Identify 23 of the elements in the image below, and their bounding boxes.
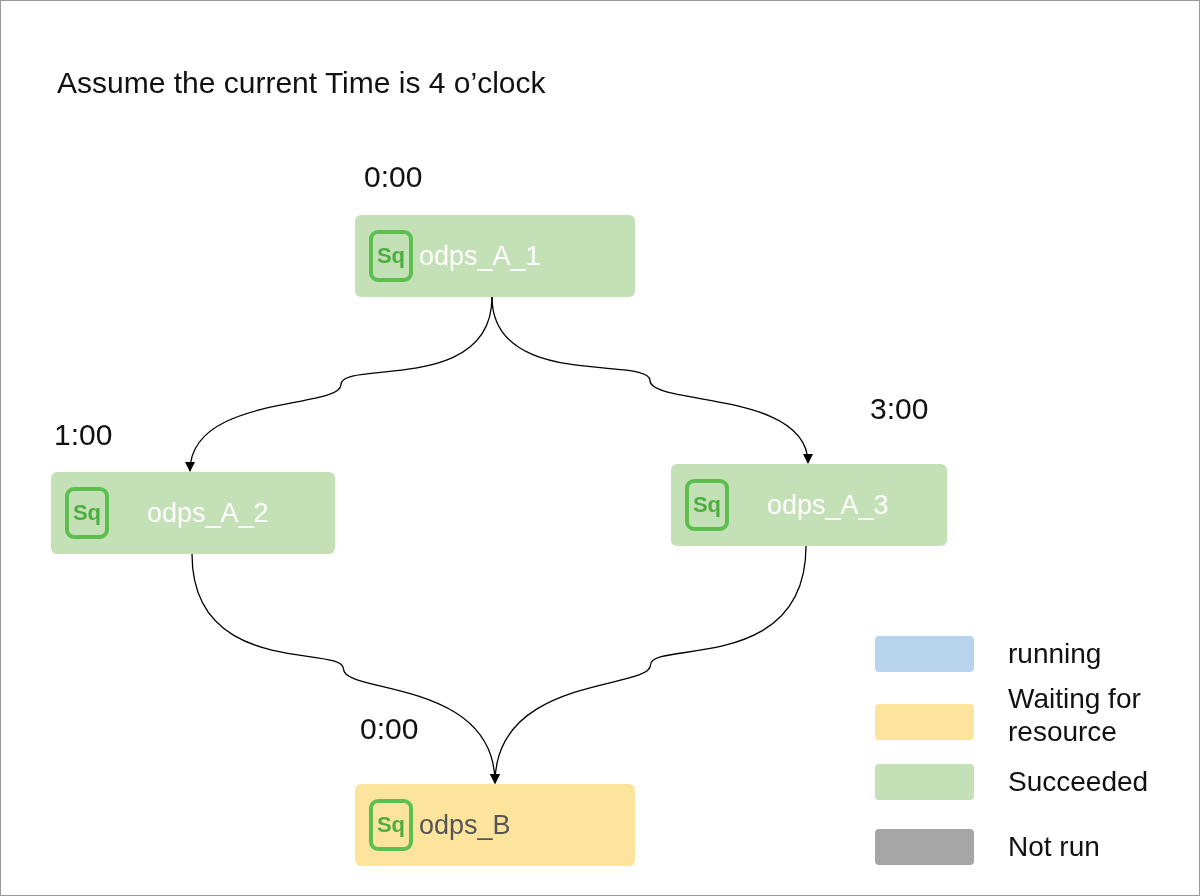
task-node (355, 784, 635, 866)
task-name: odps_A_3 (767, 489, 889, 521)
time-label: 3:00 (870, 392, 929, 426)
task-name: odps_A_2 (147, 497, 269, 529)
legend-label: Succeeded (1008, 765, 1150, 798)
time-label: 0:00 (364, 160, 423, 194)
legend-label: running (1008, 637, 1103, 670)
legend-label: Not run (1008, 830, 1101, 863)
legend-label: Waiting for resource (1008, 682, 1142, 748)
sql-icon: Sq (65, 487, 109, 539)
task-node (671, 464, 947, 546)
sql-icon: Sq (369, 799, 413, 851)
sql-icon: Sq (685, 479, 729, 531)
task-node (355, 215, 635, 297)
arrow (491, 296, 812, 464)
task-node (51, 472, 335, 554)
sql-icon: Sq (369, 230, 413, 282)
time-label: 0:00 (360, 712, 419, 746)
task-name: odps_A_1 (419, 240, 541, 272)
title: Assume the current Time is 4 o’clock (57, 66, 546, 100)
arrow (491, 545, 807, 784)
task-name: odps_B (419, 809, 511, 841)
time-label: 1:00 (54, 418, 113, 452)
